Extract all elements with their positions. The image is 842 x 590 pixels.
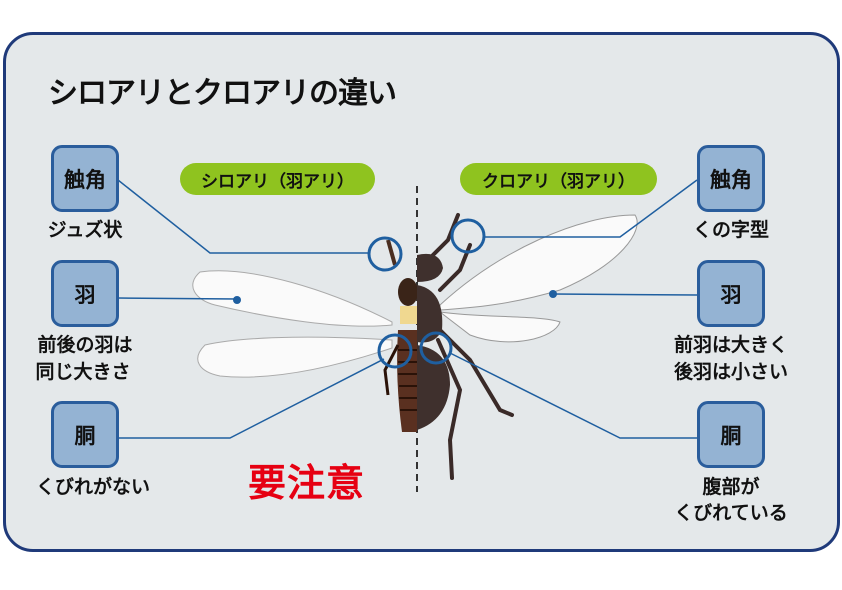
ant-wing-dot	[549, 290, 557, 298]
leader-termite-body	[118, 358, 385, 439]
termite-wing-desc-1: 前後の羽は	[37, 334, 133, 356]
ant-label: クロアリ（羽アリ）	[460, 163, 657, 195]
ant-antenna-box: 触角	[697, 145, 765, 212]
ant-body-shapes	[417, 253, 450, 430]
termite-wing-desc-2: 同じ大きさ	[35, 361, 131, 383]
termite-wing-box: 羽	[51, 260, 119, 327]
ant-wing-desc-1: 前羽は大きく	[673, 334, 788, 356]
leader-termite-wing	[117, 297, 238, 300]
ant-body-box: 胴	[697, 401, 765, 468]
diagram-title: シロアリとクロアリの違い	[48, 76, 397, 111]
termite-body-marker	[377, 333, 413, 369]
ant-body-desc-2: くびれている	[674, 502, 788, 524]
termite-body-desc: くびれがない	[35, 476, 150, 498]
ant-body-marker	[419, 331, 453, 365]
ant-antenna-desc: くの字型	[692, 219, 769, 241]
ant-body-desc-1: 腹部が	[702, 476, 760, 498]
termite-label: シロアリ（羽アリ）	[180, 163, 375, 195]
ant-wings	[438, 214, 638, 343]
ant-body	[428, 213, 514, 480]
leader-ant-antenna	[483, 179, 698, 238]
leader-ant-wing	[552, 293, 698, 296]
ant-wing-desc-2: 後羽は小さい	[673, 361, 788, 383]
termite-antenna-desc: ジュズ状	[47, 219, 123, 241]
termite-antenna-box: 触角	[51, 145, 119, 212]
ant-wing-box: 羽	[697, 260, 765, 327]
termite-body	[383, 239, 418, 432]
termite-wings	[192, 270, 393, 378]
termite-wing-dot	[233, 296, 241, 304]
leader-ant-body	[449, 352, 697, 439]
termite-body-box: 胴	[51, 401, 119, 468]
termite-antenna-marker	[367, 236, 403, 272]
leader-termite-antenna	[117, 179, 370, 254]
warning-text: 要注意	[248, 461, 366, 505]
ant-antenna-marker	[450, 218, 486, 254]
